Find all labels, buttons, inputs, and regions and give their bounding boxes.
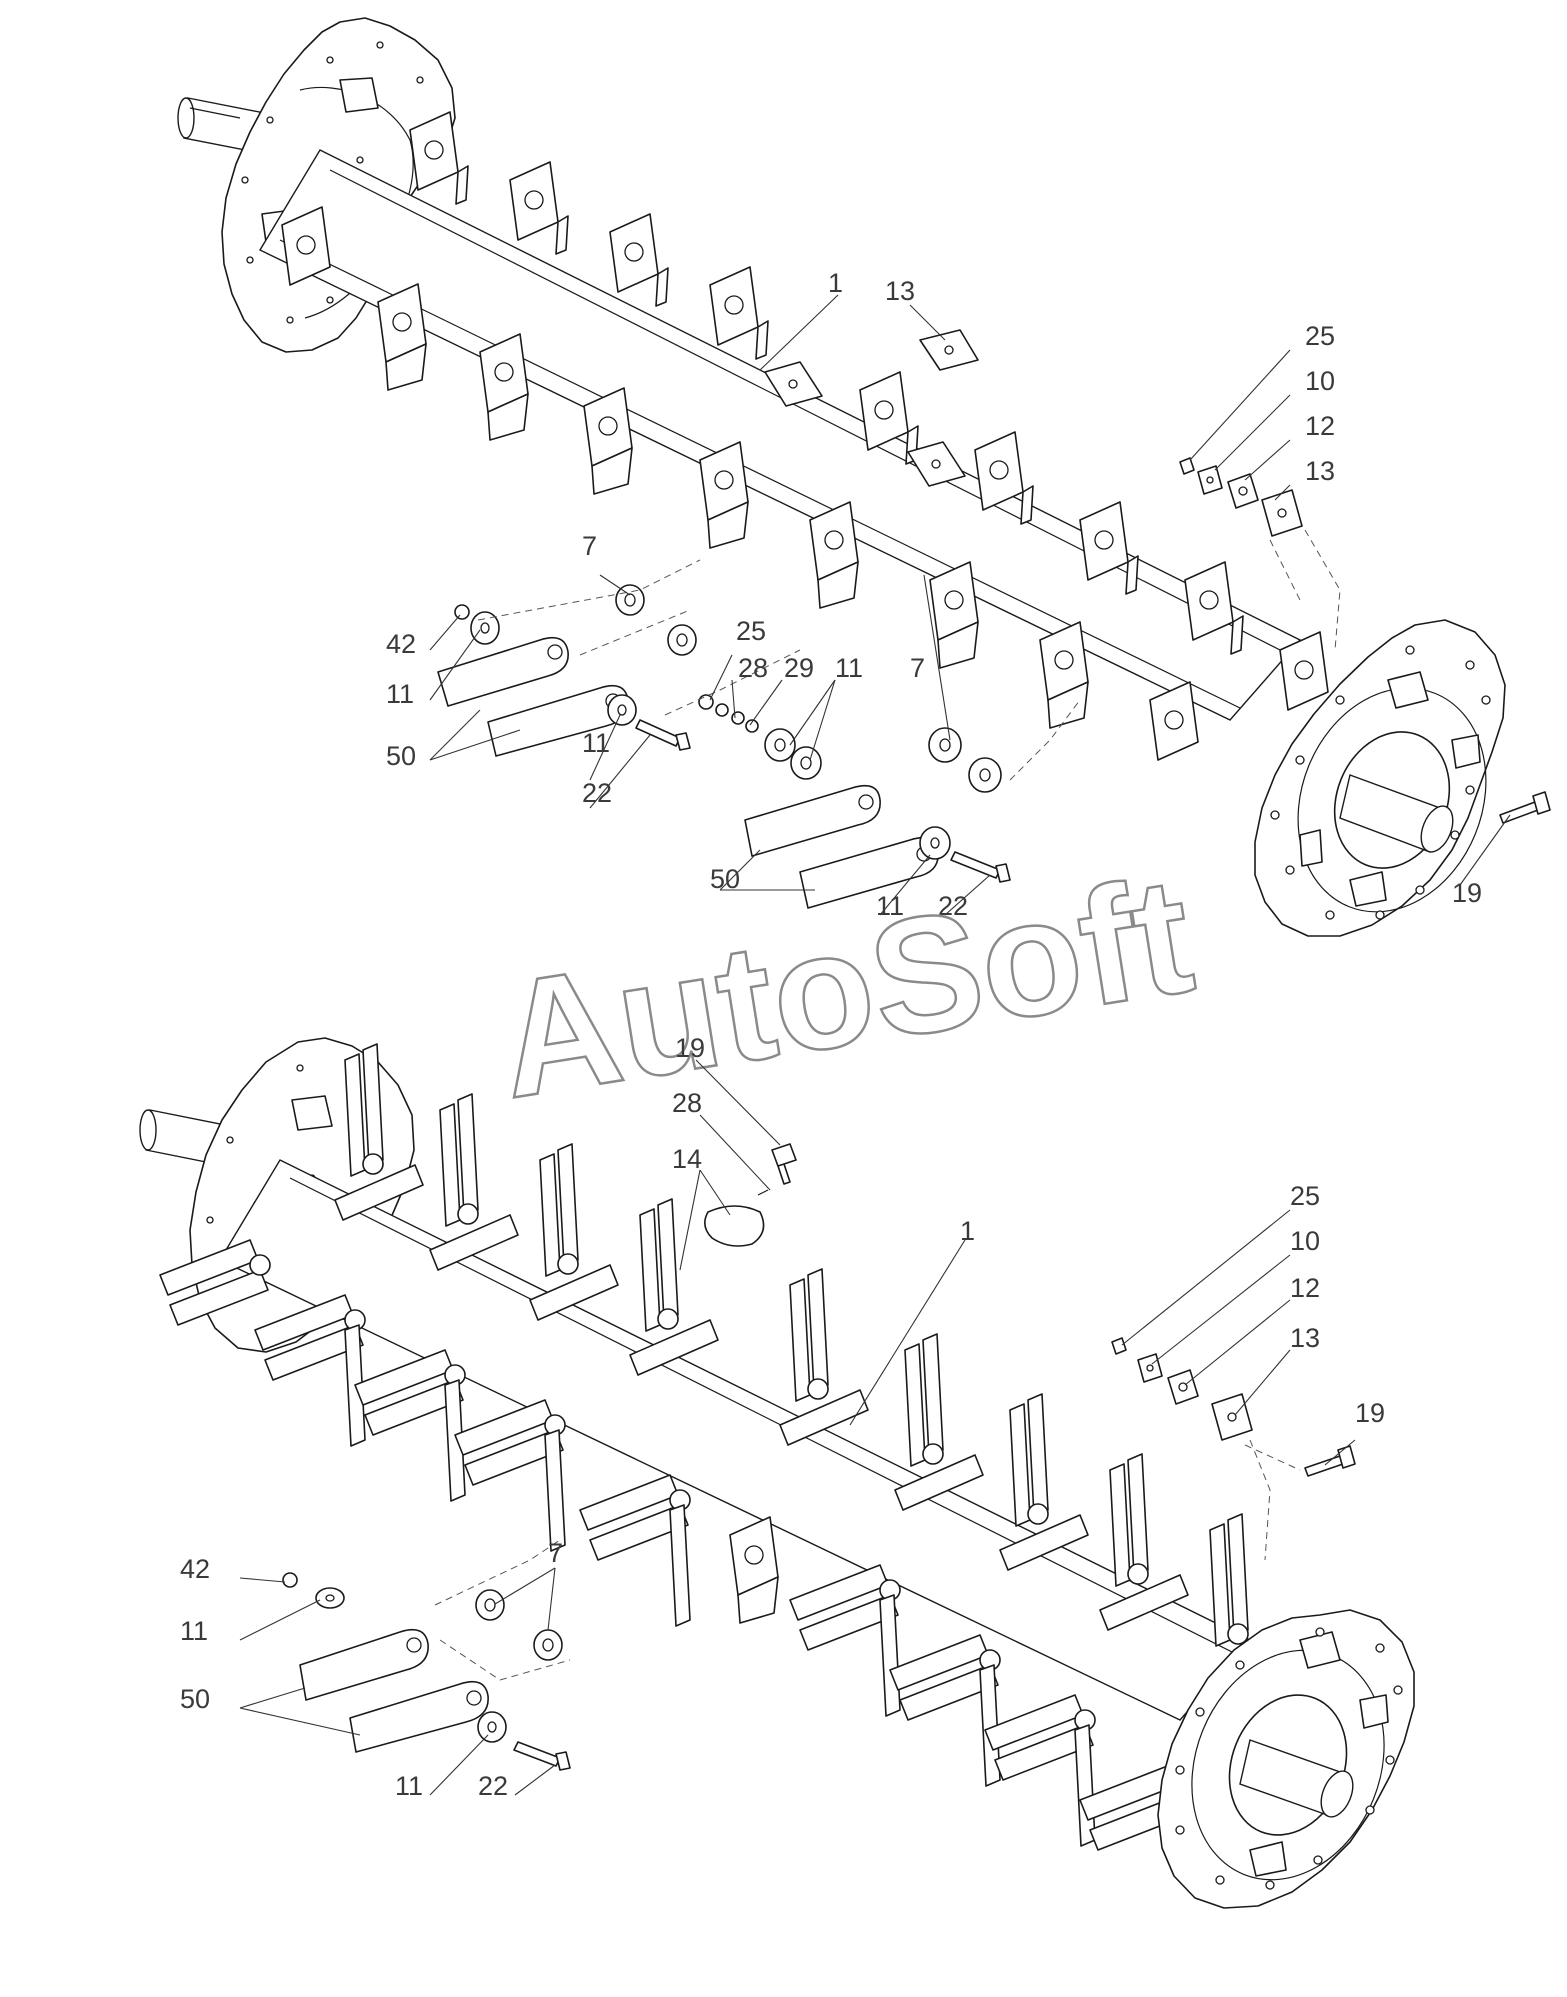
callout-upper-1: 1 (828, 268, 843, 298)
lower-exploded-hardware (282, 1337, 1356, 1771)
callout-upper-11b: 11 (835, 653, 863, 683)
upper-bracket-row-top (409, 111, 1329, 711)
callout-upper-11d: 11 (876, 891, 904, 921)
callout-lower-25: 25 (1290, 1181, 1320, 1211)
callout-upper-12: 12 (1305, 411, 1335, 441)
callout-upper-50a: 50 (386, 741, 416, 771)
callout-upper-22a: 22 (582, 778, 612, 808)
lower-assembly-lines (434, 1439, 1301, 1681)
lower-right-disc (1157, 1609, 1415, 1909)
callout-upper-19: 19 (1452, 878, 1482, 908)
callout-upper-11c: 11 (582, 728, 610, 758)
callout-lower-22: 22 (478, 1771, 508, 1801)
callout-lower-10: 10 (1290, 1226, 1320, 1256)
callout-upper-25b: 25 (736, 616, 766, 646)
callout-lower-50: 50 (180, 1684, 210, 1714)
upper-right-disc (1254, 619, 1506, 937)
callout-upper-11a: 11 (386, 679, 414, 709)
callout-lower-19a: 19 (675, 1033, 705, 1063)
callout-upper-28: 28 (738, 653, 768, 683)
lower-knife-clusters (159, 1043, 1249, 1851)
callout-upper-13b: 13 (1305, 456, 1335, 486)
callout-lower-14: 14 (672, 1144, 702, 1174)
upper-rotor-assembly: 1 13 25 10 12 13 7 42 11 50 25 28 29 11 … (177, 17, 1551, 937)
callout-lower-11a: 11 (180, 1616, 208, 1646)
callout-lower-42: 42 (180, 1554, 210, 1584)
callout-upper-10: 10 (1305, 366, 1335, 396)
upper-assembly-lines (477, 529, 1341, 781)
callout-upper-29: 29 (784, 653, 814, 683)
upper-bracket-row-bottom (281, 206, 1199, 761)
callout-upper-7b: 7 (910, 653, 925, 683)
callout-upper-50b: 50 (710, 864, 740, 894)
callout-lower-13: 13 (1290, 1323, 1320, 1353)
upper-callouts: 1 13 25 10 12 13 7 42 11 50 25 28 29 11 … (386, 268, 1482, 921)
lower-callouts: 19 28 14 1 25 10 12 13 19 7 42 11 50 11 … (180, 1033, 1385, 1801)
upper-leader-lines (429, 294, 1511, 916)
callout-upper-22b: 22 (938, 891, 968, 921)
lower-clip-parts (704, 1143, 797, 1247)
callout-lower-19b: 19 (1355, 1398, 1385, 1428)
callout-lower-28: 28 (672, 1088, 702, 1118)
callout-lower-7: 7 (548, 1538, 563, 1568)
callout-upper-7a: 7 (582, 531, 597, 561)
upper-drum-plates (764, 329, 979, 487)
callout-upper-13a: 13 (885, 276, 915, 306)
lower-rotor-assembly: 19 28 14 1 25 10 12 13 19 7 42 11 50 11 … (139, 1033, 1415, 1909)
callout-lower-1: 1 (960, 1216, 975, 1246)
upper-exploded-hardware (437, 457, 1551, 909)
callout-upper-25a: 25 (1305, 321, 1335, 351)
callout-lower-11b: 11 (395, 1771, 423, 1801)
callout-upper-42: 42 (386, 629, 416, 659)
callout-lower-12: 12 (1290, 1273, 1320, 1303)
lower-leader-lines (239, 1059, 1356, 1796)
